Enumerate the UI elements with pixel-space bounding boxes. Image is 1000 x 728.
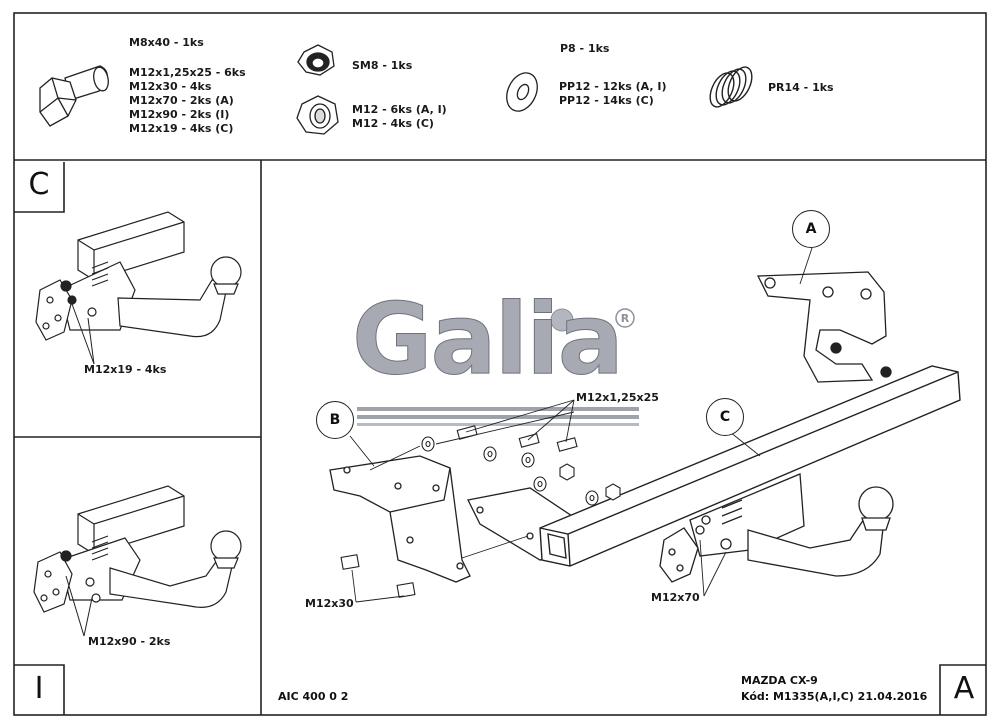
nut-m12-c: M12 - 4ks (C) <box>352 117 434 130</box>
vehicle-model: MAZDA CX-9 <box>741 674 818 687</box>
outer-frame <box>13 12 987 716</box>
bolt-m12x30: M12x30 - 4ks <box>129 80 212 93</box>
bolt-icon <box>39 65 109 127</box>
variant-a-letter: A <box>953 671 975 706</box>
nut-m12-list: M12 - 6ks (A, I) M12 - 4ks (C) <box>352 103 447 131</box>
label-m12x1-25x25: M12x1,25x25 <box>576 391 659 404</box>
spring-washer-label: PR14 - 1ks <box>768 81 834 94</box>
drawing-code: AIC 400 0 2 <box>278 690 349 703</box>
variant-i-bolt-label: M12x90 - 2ks <box>88 635 171 648</box>
towball-assembly <box>659 473 894 583</box>
variant-c-letter: C <box>28 167 50 202</box>
bracket-b <box>329 455 471 583</box>
variant-c-leader <box>71 303 95 365</box>
m12-nut-icon <box>296 95 339 135</box>
product-code-date: Kód: M1335(A,I,C) 21.04.2016 <box>741 690 928 703</box>
washer-icon <box>506 72 538 112</box>
bolt-m8x40: M8x40 - 1ks <box>129 36 204 49</box>
washer-pp12-c: PP12 - 14ks (C) <box>559 94 654 107</box>
variant-i-letter: I <box>34 671 44 706</box>
galia-logo-text: Galia <box>352 283 625 397</box>
bolt-m12x19: M12x19 - 4ks (C) <box>129 122 234 135</box>
washer-p8-label: P8 - 1ks <box>560 42 610 55</box>
letter-box-c <box>14 162 65 213</box>
bolt-m12x1-25x25: M12x1,25x25 - 6ks <box>129 66 246 79</box>
spring-washer-icon <box>709 66 753 108</box>
bolt-m12x70: M12x70 - 2ks (A) <box>129 94 234 107</box>
svg-text:R: R <box>621 312 630 325</box>
bracket-a <box>756 271 892 383</box>
washer-pp12-list: PP12 - 12ks (A, I) PP12 - 14ks (C) <box>559 80 667 108</box>
variant-i-leader <box>65 575 85 637</box>
bolt-list: M8x40 - 1ks M12x1,25x25 - 6ks M12x30 - 4… <box>129 36 246 136</box>
variant-i-towbar-drawing <box>33 485 242 613</box>
crossbar-c <box>539 365 961 567</box>
variant-c-towbar-drawing <box>35 211 242 341</box>
galia-logo: R <box>357 308 639 426</box>
label-m12x70: M12x70 <box>651 591 700 604</box>
label-m12x30: M12x30 <box>305 597 354 610</box>
callout-c: C <box>706 398 744 436</box>
callout-b: B <box>316 401 354 439</box>
sm8-nut-icon <box>297 44 335 76</box>
variant-c-bolt-label: M12x19 - 4ks <box>84 363 167 376</box>
letter-box-a <box>939 664 986 715</box>
bolt-m12x90: M12x90 - 2ks (I) <box>129 108 230 121</box>
nut-m12-ai: M12 - 6ks (A, I) <box>352 103 447 116</box>
callout-a: A <box>792 210 830 248</box>
letter-box-i <box>14 664 65 715</box>
washer-pp12-ai: PP12 - 12ks (A, I) <box>559 80 667 93</box>
nut-sm8-label: SM8 - 1ks <box>352 59 413 72</box>
